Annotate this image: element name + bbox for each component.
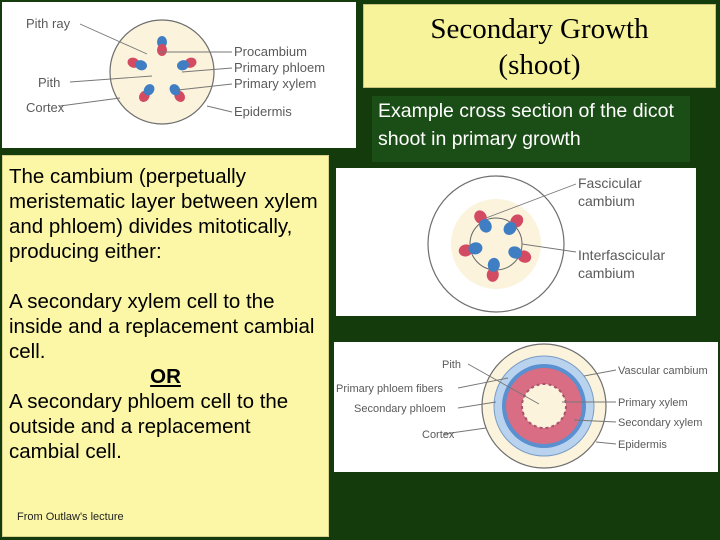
vascular-bundle [177, 57, 197, 71]
vascular-bundle [127, 57, 147, 71]
vascular-bundle [157, 36, 167, 56]
text-box: The cambium (perpetually meristematic la… [2, 155, 329, 537]
figure-secondary-growth: Pith Primary phloem fibers Secondary phl… [334, 342, 718, 472]
vascular-bundle [138, 84, 155, 102]
label-secondary-xylem: Secondary xylem [618, 417, 702, 429]
figure-secondary-growth-svg: Pith Primary phloem fibers Secondary phl… [336, 343, 708, 469]
label-cortex: Cortex [422, 429, 455, 441]
label-procambium: Procambium [234, 44, 307, 59]
label-fascicular-line1: Fascicular [578, 175, 642, 191]
figure-cambium-formation: Fascicular cambium Interfascicular cambi… [336, 168, 696, 316]
label-pith-ray: Pith ray [26, 16, 71, 31]
label-cortex: Cortex [26, 100, 65, 115]
figure-primary-growth-svg: Pith ray Pith Cortex Procambium Primary … [26, 16, 325, 125]
label-interfascicular-line1: Interfascicular [578, 247, 665, 263]
vascular-bundle [474, 210, 492, 233]
slide-title-line2: (shoot) [498, 49, 581, 81]
vascular-bundle [169, 84, 186, 102]
label-epidermis: Epidermis [234, 104, 292, 119]
label-pith: Pith [442, 359, 461, 371]
or-text: OR [150, 365, 181, 388]
label-primary-xylem: Primary xylem [618, 397, 688, 409]
vascular-bundle [458, 242, 483, 257]
caption-box: Example cross section of the dicot shoot… [372, 96, 690, 162]
label-vascular-cambium: Vascular cambium [618, 365, 708, 377]
stem-outline [109, 19, 215, 125]
label-epidermis: Epidermis [618, 439, 667, 451]
slide-title-line1: Secondary Growth [430, 13, 649, 45]
label-pith: Pith [38, 75, 60, 90]
vascular-bundle [486, 257, 500, 282]
pith-center [521, 383, 567, 429]
vascular-bundle [508, 246, 532, 263]
label-primary-xylem: Primary xylem [234, 76, 316, 91]
paragraph-secondary-xylem: A secondary xylem cell to the inside and… [9, 290, 315, 363]
figure-caption: Example cross section of the dicot shoot… [378, 100, 674, 150]
credit-text: From Outlaw's lecture [17, 511, 124, 523]
label-interfascicular-line2: cambium [578, 265, 635, 281]
figure-cambium-svg: Fascicular cambium Interfascicular cambi… [427, 175, 665, 313]
label-fascicular-line2: cambium [578, 193, 635, 209]
paragraph-cambium: The cambium (perpetually meristematic la… [9, 165, 318, 263]
vascular-bundle [503, 214, 524, 235]
figure-primary-growth: Pith ray Pith Cortex Procambium Primary … [2, 2, 356, 148]
paragraph-secondary-phloem: A secondary phloem cell to the outside a… [9, 390, 289, 463]
label-secondary-phloem: Secondary phloem [354, 403, 446, 415]
label-primary-phloem: Primary phloem [234, 60, 325, 75]
title-box: Secondary Growth (shoot) [363, 4, 716, 88]
label-primary-phloem-fibers: Primary phloem fibers [336, 383, 443, 395]
